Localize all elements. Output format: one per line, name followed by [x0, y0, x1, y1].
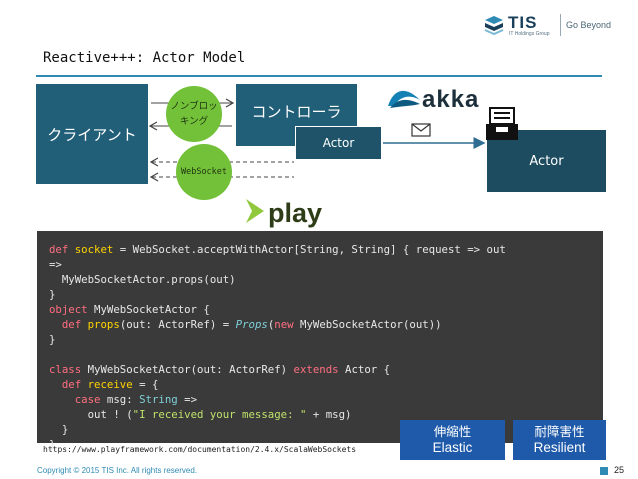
code-line: case msg: String => — [74, 393, 198, 406]
source-url-link[interactable]: https://www.playframework.com/documentat… — [43, 445, 357, 454]
elastic-badge-en: Elastic — [432, 439, 473, 455]
client-label: クライアント — [47, 125, 137, 144]
resilient-badge-en: Resilient — [533, 439, 586, 455]
elastic-badge-jp: 伸縮性 — [433, 424, 472, 439]
code-line: def receive = { — [61, 378, 159, 391]
mailbox-icon — [486, 107, 518, 140]
tis-logo-mark-icon — [484, 16, 504, 36]
play-logo-icon — [246, 199, 264, 223]
controller-actor-box: Actor — [295, 126, 382, 160]
code-line: def socket = WebSocket.acceptWithActor[S… — [49, 243, 506, 256]
elastic-badge: 伸縮性 Elastic — [400, 420, 505, 460]
akka-logo-text: akka — [422, 86, 480, 113]
resilient-badge: 耐障害性 Resilient — [513, 420, 606, 460]
logo-divider — [560, 14, 561, 36]
websocket-label: WebSocket — [180, 167, 228, 177]
code-line: out ! ("I received your message: " + msg… — [49, 408, 352, 421]
code-line: } — [49, 288, 56, 301]
company-logo-text: TIS — [508, 13, 538, 32]
resilient-badge-jp: 耐障害性 — [534, 424, 585, 439]
code-line: } — [49, 438, 56, 451]
page-number: 25 — [614, 465, 625, 475]
code-line: } — [49, 333, 56, 346]
code-panel: def socket = WebSocket.acceptWithActor[S… — [37, 231, 603, 451]
code-line: } — [49, 423, 69, 436]
akka-logo-icon — [388, 90, 420, 108]
nonblocking-label-line2: キング — [179, 116, 209, 127]
websocket-circle: WebSocket — [176, 144, 232, 200]
company-logo-subtitle: IT Holdings Group — [509, 31, 550, 37]
title-underline — [36, 75, 602, 77]
page-marker — [600, 467, 608, 475]
code-line: def props(out: ActorRef) = Props(new MyW… — [61, 318, 442, 331]
envelope-icon — [411, 123, 431, 137]
play-logo-text: play — [268, 198, 323, 228]
akka-actor-label: Actor — [529, 153, 564, 169]
controller-label: コントローラ — [251, 102, 342, 121]
copyright-text: Copyright © 2015 TIS Inc. All rights res… — [37, 466, 198, 475]
code-line: MyWebSocketActor.props(out) — [49, 273, 236, 286]
client-box: クライアント — [36, 84, 148, 184]
nonblocking-circle: ノンブロッ キング — [166, 86, 222, 142]
code-line: class MyWebSocketActor(out: ActorRef) ex… — [49, 363, 391, 376]
controller-actor-label: Actor — [322, 136, 355, 150]
code-line: => — [49, 258, 62, 271]
company-tagline: Go Beyond — [566, 20, 612, 30]
akka-actor-box: Actor — [487, 130, 606, 192]
slide-title: Reactive+++: Actor Model — [43, 50, 246, 66]
nonblocking-label-line1: ノンブロッ — [170, 101, 218, 112]
code-line: object MyWebSocketActor { — [49, 303, 210, 316]
